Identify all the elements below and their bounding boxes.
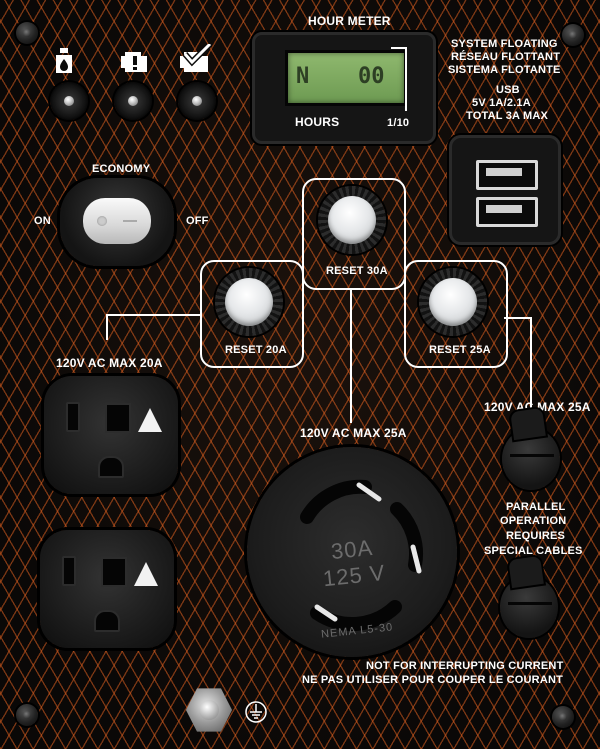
- warning-fr: NE PAS UTILISER POUR COUPER LE COURANT: [302, 674, 564, 686]
- economy-label: ECONOMY: [92, 163, 151, 175]
- system-floating-fr: RÉSEAU FLOTTANT: [451, 51, 561, 63]
- reset-30a-cap[interactable]: [328, 196, 376, 244]
- economy-rocker-switch[interactable]: [60, 178, 174, 266]
- reset-20a-breaker[interactable]: [215, 268, 283, 336]
- usb-port-housing: [449, 135, 561, 245]
- wire-25a-horizontal: [504, 317, 530, 319]
- reset-25a-frame: [404, 260, 508, 368]
- outlet-30a-twistlock-label: 120V AC MAX 25A: [300, 426, 407, 440]
- usb-total-label: TOTAL 3A MAX: [466, 110, 549, 122]
- twistlock-outlet-30a[interactable]: 30A 125 V NEMA L5-30: [247, 447, 457, 657]
- parallel-line4: SPECIAL CABLES: [484, 545, 583, 557]
- reset-30a-breaker[interactable]: [318, 186, 386, 254]
- outlet-lower-left-slot: [62, 556, 76, 586]
- system-floating-en: SYSTEM FLOATING: [451, 38, 558, 50]
- outlet-25a-parallel-label: 120V AC MAX 25A: [484, 400, 591, 414]
- outlet-upper-t-slot: [105, 403, 162, 433]
- oil-level-icon: [56, 48, 72, 73]
- warning-en: NOT FOR INTERRUPTING CURRENT: [366, 660, 564, 672]
- parallel-line1: PARALLEL: [506, 501, 566, 513]
- wire-25a-vertical: [530, 317, 532, 409]
- hour-meter-display: N 00: [285, 50, 407, 106]
- meter-scale-label: 1/10: [387, 117, 410, 129]
- usb-port-bottom[interactable]: [476, 197, 538, 227]
- meter-bracket: [391, 47, 407, 111]
- overload-indicator-led: [114, 82, 152, 120]
- duplex-outlet-lower[interactable]: [40, 530, 174, 648]
- parallel-port-cap-upper[interactable]: [502, 428, 560, 490]
- twistlock-slots: [300, 479, 424, 632]
- oil-indicator-led: [50, 82, 88, 120]
- economy-rocker-button[interactable]: [83, 198, 151, 244]
- usb-port-top[interactable]: [476, 160, 538, 190]
- screw-top-right: [562, 24, 584, 46]
- parallel-line2: OPERATION: [500, 515, 567, 527]
- reset-20a-cap[interactable]: [225, 278, 273, 326]
- screw-top-left: [16, 22, 38, 44]
- hour-meter-title: HOUR METER: [308, 14, 391, 28]
- outlet-upper-ground-slot: [98, 456, 124, 478]
- wire-20a-vertical: [106, 314, 108, 340]
- parallel-port-cap-lower[interactable]: [500, 576, 558, 638]
- hour-meter: N 00 HOURS 1/10: [252, 32, 436, 144]
- wire-20a-horizontal: [106, 314, 202, 316]
- ground-terminal[interactable]: [185, 688, 233, 732]
- reset-20a-frame: [200, 260, 304, 368]
- reset-20a-label: RESET 20A: [225, 344, 287, 356]
- parallel-line3: REQUIRES: [506, 530, 566, 542]
- reset-25a-cap[interactable]: [429, 278, 477, 326]
- output-ready-indicator-led: [178, 82, 216, 120]
- screw-bottom-left: [16, 704, 38, 726]
- reset-25a-label: RESET 25A: [429, 344, 491, 356]
- lcd-left-digit: N: [296, 64, 310, 89]
- usb-rating-label: 5V 1A/2.1A: [472, 97, 531, 109]
- outlet-upper-left-slot: [66, 402, 80, 432]
- wire-30a-vertical: [350, 289, 352, 423]
- hours-label: HOURS: [295, 115, 340, 129]
- reset-25a-breaker[interactable]: [419, 268, 487, 336]
- outlet-lower-ground-slot: [94, 610, 120, 632]
- system-floating-es: SISTEMA FLOTANTE: [448, 64, 561, 76]
- screw-bottom-right: [552, 706, 574, 728]
- reset-30a-label: RESET 30A: [326, 265, 388, 277]
- ground-symbol-icon: [245, 701, 267, 723]
- lcd-right-digits: 00: [358, 64, 385, 89]
- economy-off-label: OFF: [186, 215, 209, 227]
- overload-warning-icon: [121, 52, 147, 72]
- output-ready-icon: [180, 44, 212, 72]
- outlet-lower-t-slot: [101, 557, 158, 587]
- economy-on-label: ON: [34, 215, 51, 227]
- outlet-20a-label: 120V AC MAX 20A: [56, 356, 163, 370]
- duplex-outlet-upper[interactable]: [44, 376, 178, 494]
- usb-label: USB: [496, 84, 520, 96]
- reset-30a-frame: [302, 178, 406, 290]
